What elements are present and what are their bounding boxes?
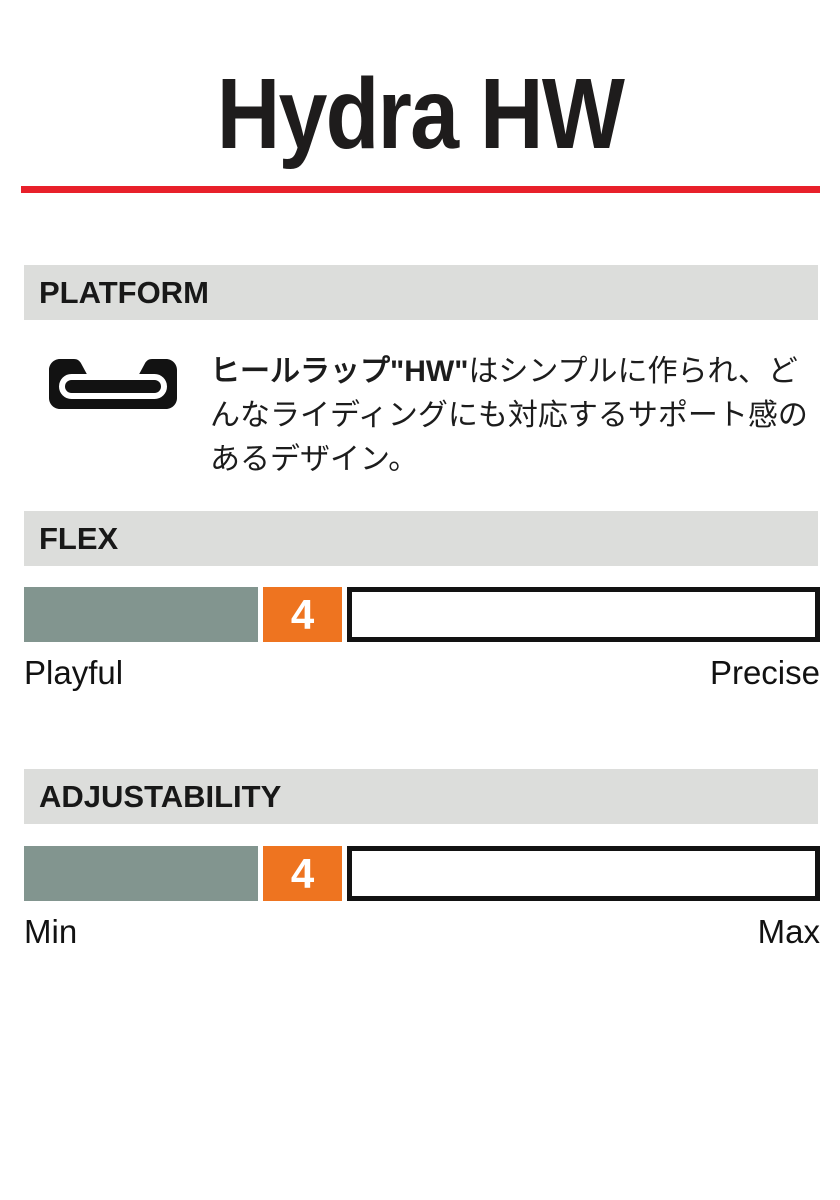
adjustability-rating-bar: 4: [24, 846, 820, 901]
flex-section-header: FLEX: [24, 511, 818, 566]
adjustability-rating-value: 4: [290, 849, 315, 897]
product-spec-sheet: Hydra HW PLATFORM ヒールラップ"HW"はシンプルに作られ、どん…: [0, 62, 840, 1200]
flex-rating-badge: 4: [263, 587, 342, 642]
adjustability-bar-fill: [24, 846, 258, 901]
flex-bar-labels: Playful Precise: [24, 653, 820, 693]
adjustability-section-title: ADJUSTABILITY: [39, 778, 282, 814]
platform-content: ヒールラップ"HW"はシンプルに作られ、どんなライディングにも対応するサポート感…: [24, 350, 820, 482]
flex-bar-gap: [342, 587, 347, 642]
flex-rating-bar: 4: [24, 587, 820, 642]
adjustability-rating-badge: 4: [263, 846, 342, 901]
adjustability-bar-gap: [342, 846, 347, 901]
platform-description: ヒールラップ"HW"はシンプルに作られ、どんなライディングにも対応するサポート感…: [210, 350, 820, 482]
title-divider-rule: [21, 186, 820, 193]
adjustability-section-header: ADJUSTABILITY: [24, 769, 818, 824]
adjustability-bar-labels: Min Max: [24, 912, 820, 952]
flex-rating-value: 4: [290, 590, 315, 638]
adjustability-right-label: Max: [757, 913, 820, 950]
platform-section-title: PLATFORM: [39, 274, 209, 310]
flex-bar-fill: [24, 587, 258, 642]
adjustability-left-label: Min: [24, 913, 78, 950]
flex-section-title: FLEX: [39, 520, 119, 556]
heel-wrap-icon: [48, 358, 178, 410]
platform-description-bold: ヒールラップ"HW": [210, 355, 469, 388]
page-title-text: Hydra HW: [216, 58, 625, 170]
flex-right-label: Precise: [709, 654, 820, 691]
flex-bar-gap: [258, 587, 263, 642]
flex-bar-track: [347, 587, 820, 642]
flex-left-label: Playful: [24, 654, 124, 691]
platform-section-header: PLATFORM: [24, 265, 818, 320]
page-title: Hydra HW: [0, 62, 840, 166]
adjustability-bar-gap: [258, 846, 263, 901]
adjustability-bar-track: [347, 846, 820, 901]
platform-description-rest: はシンプルに作られ、どんなライディングにも対応するサポート感のあるデザイン。: [210, 355, 808, 476]
